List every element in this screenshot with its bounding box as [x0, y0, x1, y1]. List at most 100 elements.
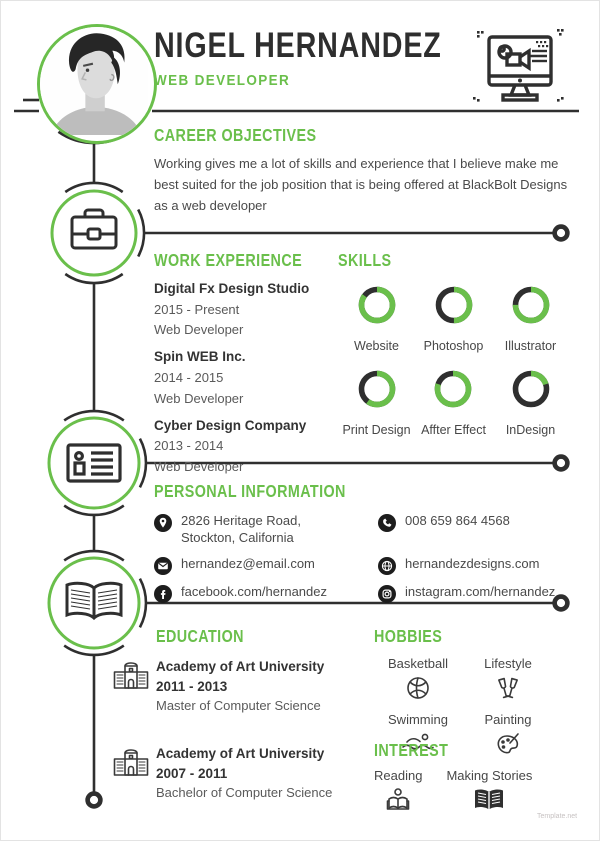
hobby-item: Basketball: [374, 656, 462, 703]
contact-address: 2826 Heritage Road, Stockton, California: [154, 513, 378, 547]
hobby-label: Swimming: [388, 712, 448, 727]
skill-label: Illustrator: [504, 339, 557, 353]
career-objectives-section: CAREER OBJECTIVES Working gives me a lot…: [154, 125, 582, 216]
hobbies-section: HOBBIES Basketball Lifestyle: [374, 626, 564, 757]
open-book-icon: [475, 789, 504, 810]
education-degree: Bachelor of Computer Science: [156, 785, 333, 801]
career-objectives-text: Working gives me a lot of skills and exp…: [154, 156, 568, 214]
personal-information-section: PERSONAL INFORMATION 2826 Heritage Road,…: [154, 481, 586, 603]
skill-donut-chart: [356, 284, 398, 331]
hobby-item: Painting: [462, 712, 554, 757]
header: NIGEL HERNANDEZ WEB DEVELOPER: [154, 27, 505, 89]
watermark: Template.net: [537, 813, 578, 820]
company-name: Spin WEB Inc.: [154, 349, 246, 365]
work-experience-entry: Cyber Design Company 2013 - 2014 Web Dev…: [154, 417, 334, 476]
skill-label: Print Design: [342, 423, 411, 437]
skill-donut-chart: [356, 368, 398, 415]
education-section: EDUCATION Academy of Art University 2011…: [113, 626, 361, 827]
website-text: hernandezdesigns.com: [405, 555, 540, 571]
skill-label: InDesign: [505, 423, 556, 437]
school-name: Academy of Art University: [156, 746, 325, 762]
education-degree: Master of Computer Science: [156, 698, 321, 714]
education-entry: Academy of Art University 2007 - 2011 Ba…: [113, 745, 361, 801]
skill-label: Affter Effect: [421, 423, 486, 437]
basketball-icon: [407, 677, 429, 699]
phone-icon: [378, 514, 396, 532]
paint-palette-icon: [497, 733, 519, 754]
contact-phone[interactable]: 008 659 864 4568: [378, 513, 586, 547]
location-pin-icon: [154, 514, 172, 532]
personal-information-heading: PERSONAL INFORMATION: [154, 481, 346, 501]
company-name: Cyber Design Company: [154, 417, 307, 433]
interest-label: Making Stories: [446, 768, 533, 783]
skill-donut-chart: [510, 284, 552, 331]
profile-photo: [37, 24, 157, 144]
instagram-text: instagram.com/hernandez: [405, 583, 556, 599]
school-name: Academy of Art University: [156, 659, 325, 674]
career-objectives-heading: CAREER OBJECTIVES: [154, 125, 317, 145]
skill-donut-chart: [510, 368, 552, 415]
work-experience-entry: Digital Fx Design Studio 2015 - Present …: [154, 280, 334, 339]
work-experience-entry: Spin WEB Inc. 2014 - 2015 Web Developer: [154, 348, 334, 407]
skills-grid: Website Photoshop Illustrator Print Desi…: [338, 284, 572, 437]
hobby-label: Basketball: [388, 656, 448, 671]
skill-label: Photoshop: [423, 339, 484, 353]
interest-item: Reading: [374, 768, 422, 813]
hobby-label: Painting: [484, 712, 532, 727]
interest-section: INTEREST Reading Making Stories: [374, 740, 574, 813]
skill-item: Photoshop: [423, 284, 484, 353]
work-period: 2013 - 2014: [154, 438, 224, 454]
email-text: hernandez@email.com: [181, 555, 315, 571]
interest-item: Making Stories: [446, 768, 532, 813]
education-heading: EDUCATION: [156, 626, 244, 646]
job-title: WEB DEVELOPER: [154, 71, 291, 89]
open-book-icon: [65, 581, 123, 621]
work-experience-heading: WORK EXPERIENCE: [154, 250, 303, 270]
work-experience-section: WORK EXPERIENCE Digital Fx Design Studio…: [154, 250, 334, 476]
hobby-item: Lifestyle: [462, 656, 554, 703]
contact-website[interactable]: hernandezdesigns.com: [378, 556, 586, 575]
skills-section: SKILLS Website Photoshop Illustrator Pri…: [338, 250, 572, 437]
phone-text: 008 659 864 4568: [405, 513, 510, 528]
briefcase-icon: [70, 208, 118, 250]
address-text: 2826 Heritage Road, Stockton, California: [181, 513, 301, 545]
champagne-glasses-icon: [498, 677, 518, 699]
skill-donut-chart: [432, 368, 474, 415]
education-entry: Academy of Art University 2011 - 2013 Ma…: [113, 658, 361, 714]
hobby-label: Lifestyle: [484, 656, 532, 671]
skill-item: Print Design: [342, 368, 411, 437]
skill-item: Affter Effect: [421, 368, 486, 437]
computer-design-icon: [473, 29, 564, 102]
skill-item: Illustrator: [505, 284, 556, 353]
interest-row: Reading Making Stories: [374, 768, 574, 813]
company-name: Digital Fx Design Studio: [154, 281, 310, 296]
instagram-icon: [378, 584, 396, 603]
education-period: 2011 - 2013: [156, 679, 228, 695]
work-role: Web Developer: [154, 322, 244, 338]
school-building-icon: [113, 662, 149, 689]
email-icon: [154, 556, 172, 575]
hobbies-grid: Basketball Lifestyle: [374, 656, 564, 757]
swimmer-icon: [402, 733, 434, 750]
contact-instagram[interactable]: instagram.com/hernandez: [378, 584, 586, 603]
person-reading-icon: [386, 788, 410, 810]
education-period: 2007 - 2011: [156, 766, 228, 782]
skill-item: Website: [354, 284, 399, 353]
facebook-text: facebook.com/hernandez: [181, 583, 327, 599]
school-building-icon: [113, 749, 149, 777]
work-role: Web Developer: [154, 390, 244, 406]
facebook-icon: [154, 584, 172, 603]
skill-label: Website: [354, 339, 399, 353]
globe-icon: [378, 556, 396, 575]
contact-email[interactable]: hernandez@email.com: [154, 556, 378, 575]
id-card-icon: [66, 443, 122, 483]
contact-facebook[interactable]: facebook.com/hernandez: [154, 584, 378, 603]
skill-item: InDesign: [506, 368, 555, 437]
skills-heading: SKILLS: [338, 250, 392, 270]
hobby-item: Swimming: [374, 712, 462, 757]
contact-grid: 2826 Heritage Road, Stockton, California…: [154, 513, 586, 603]
portrait-photo: [40, 27, 148, 135]
interest-label: Reading: [374, 768, 423, 783]
work-period: 2015 - Present: [154, 301, 240, 317]
